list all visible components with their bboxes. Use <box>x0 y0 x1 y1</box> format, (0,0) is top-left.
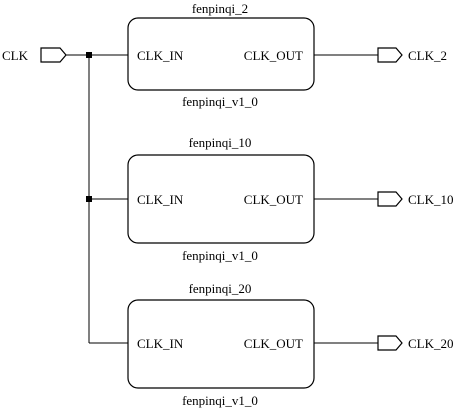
block-input-pin: CLK_IN <box>137 336 184 351</box>
output-port-label: CLK_10 <box>408 192 454 207</box>
block-input-pin: CLK_IN <box>137 192 184 207</box>
output-port-clk-10[interactable] <box>377 191 403 207</box>
input-port-clk[interactable] <box>40 47 67 63</box>
output-port-label: CLK_20 <box>408 336 454 351</box>
block-output-pin: CLK_OUT <box>244 48 303 63</box>
block-output-pin: CLK_OUT <box>244 192 303 207</box>
output-port-label: CLK_2 <box>408 48 447 63</box>
junction-dot-2 <box>86 196 92 202</box>
input-port-label: CLK <box>2 48 29 63</box>
block-body[interactable] <box>127 299 315 389</box>
block-instance-name: fenpinqi_2 <box>192 1 248 16</box>
block-module-name: fenpinqi_v1_0 <box>182 248 258 263</box>
output-port-clk-2[interactable] <box>377 47 403 63</box>
block-output-pin: CLK_OUT <box>244 336 303 351</box>
block-instance-name: fenpinqi_10 <box>189 135 252 150</box>
block-body[interactable] <box>127 17 315 91</box>
block-module-name: fenpinqi_v1_0 <box>182 94 258 109</box>
block-input-pin: CLK_IN <box>137 48 184 63</box>
block-fenpinqi-20[interactable]: fenpinqi_20 CLK_IN CLK_OUT fenpinqi_v1_0 <box>127 281 315 408</box>
junction-dot-1 <box>86 52 92 58</box>
block-fenpinqi-10[interactable]: fenpinqi_10 CLK_IN CLK_OUT fenpinqi_v1_0 <box>127 135 315 263</box>
block-fenpinqi-2[interactable]: fenpinqi_2 CLK_IN CLK_OUT fenpinqi_v1_0 <box>127 1 315 109</box>
block-module-name: fenpinqi_v1_0 <box>182 393 258 408</box>
block-instance-name: fenpinqi_20 <box>189 281 252 296</box>
output-port-clk-20[interactable] <box>377 335 403 351</box>
